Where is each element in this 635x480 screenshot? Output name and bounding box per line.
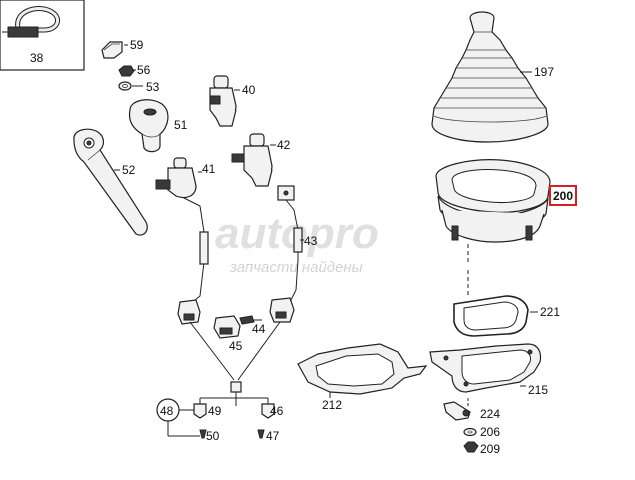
part-43-harness[interactable]: 43 [277, 185, 318, 303]
callout-53: 53 [146, 80, 160, 94]
part-215-plate[interactable]: 215 [429, 343, 548, 397]
part-45-connector[interactable]: 45 [213, 315, 243, 353]
callout-47: 47 [266, 429, 280, 443]
callout-45: 45 [229, 339, 243, 353]
callout-41: 41 [202, 162, 216, 176]
callout-52: 52 [122, 163, 136, 177]
callout-212: 212 [322, 398, 342, 412]
callout-209: 209 [480, 442, 500, 456]
callout-215: 215 [528, 383, 548, 397]
part-44-pin[interactable]: 44 [239, 315, 266, 336]
part-209-nut[interactable]: 209 [463, 441, 500, 456]
highlight-box [549, 185, 577, 206]
callout-40: 40 [242, 83, 256, 97]
part-47-pin[interactable]: 47 [257, 429, 280, 443]
cable-tie-icon [2, 6, 61, 38]
part-206-washer[interactable]: 206 [463, 425, 500, 439]
part-52-lever-handle[interactable]: 52 [73, 128, 148, 236]
callout-221: 221 [540, 305, 560, 319]
callout-206: 206 [480, 425, 500, 439]
callout-51: 51 [174, 118, 188, 132]
callout-42: 42 [277, 138, 291, 152]
part-221-gasket[interactable]: 221 [453, 295, 560, 337]
callout-38: 38 [30, 51, 44, 65]
part-200-boot-frame[interactable] [435, 159, 552, 296]
callout-46: 46 [270, 404, 284, 418]
part-48-group[interactable]: 48 [156, 398, 200, 437]
connector-right[interactable] [269, 297, 295, 323]
part-51-shift-knob[interactable]: 51 [128, 99, 188, 153]
callout-56: 56 [137, 63, 151, 77]
watermark-tagline: запчасти найдены [229, 259, 363, 276]
callout-50: 50 [206, 429, 220, 443]
part-59-cap[interactable]: 59 [101, 38, 144, 59]
callout-44: 44 [252, 322, 266, 336]
part-50-pin[interactable]: 50 [199, 429, 220, 443]
callout-197: 197 [534, 65, 554, 79]
part-46-terminal[interactable]: 46 [261, 403, 284, 419]
callout-200-highlight[interactable]: 200 [549, 185, 577, 206]
harness-lines [189, 321, 281, 406]
part-212-plate[interactable]: 212 [297, 343, 428, 412]
callout-48: 48 [160, 404, 174, 418]
callout-224: 224 [480, 407, 500, 421]
part-224-bolt[interactable]: 224 [443, 401, 500, 421]
part-38-box[interactable]: 38 [0, 0, 85, 71]
callout-200: 200 [553, 189, 573, 203]
part-53-washer[interactable]: 53 [118, 80, 160, 94]
connector-left[interactable] [177, 299, 201, 325]
part-40-switch[interactable]: 40 [209, 75, 256, 127]
part-42-switch[interactable]: 42 [231, 133, 291, 187]
part-41-switch-harness[interactable]: 41 [155, 157, 216, 305]
callout-43: 43 [304, 234, 318, 248]
callout-49: 49 [208, 404, 222, 418]
junction-connector[interactable] [230, 381, 242, 393]
part-197-shift-boot[interactable]: 197 [431, 11, 554, 143]
callout-59: 59 [130, 38, 144, 52]
part-56-nut[interactable]: 56 [118, 63, 151, 77]
part-49-terminal[interactable]: 49 [193, 403, 222, 419]
